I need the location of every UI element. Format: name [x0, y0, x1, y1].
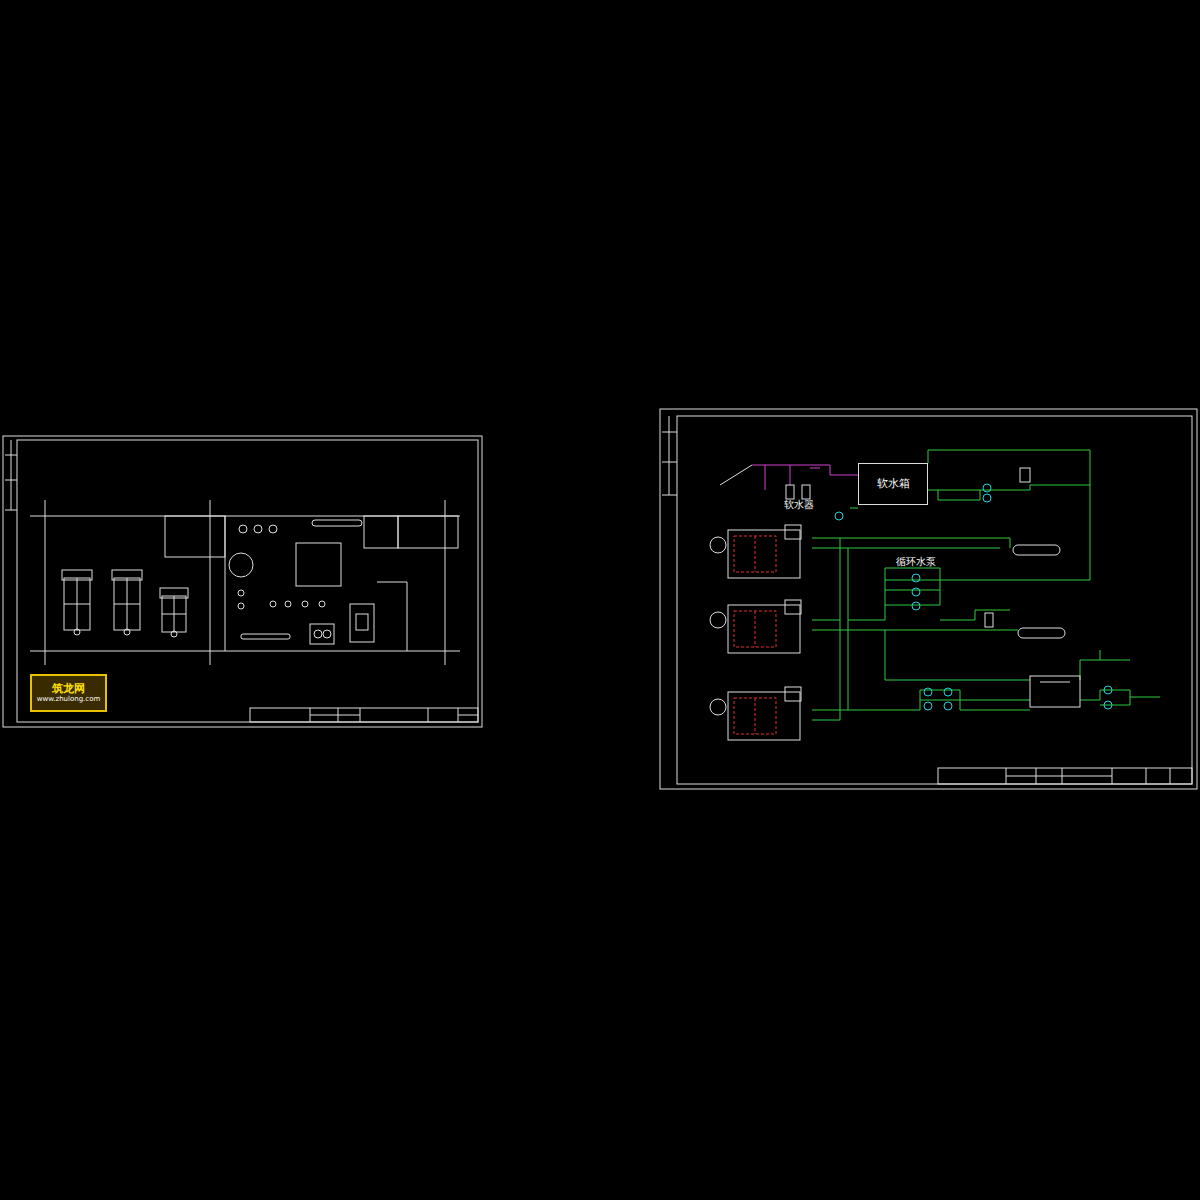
- equipment-label: 软水器: [783, 500, 815, 510]
- equipment-label: 循环水泵: [895, 557, 937, 567]
- node-text: 软水箱: [877, 478, 910, 491]
- sheet-frame: [677, 416, 1192, 784]
- node-text: www.zhulong.com: [37, 695, 101, 703]
- watermark-box: 筑龙网www.zhulong.com: [30, 674, 107, 712]
- tank-box: 软水箱: [858, 463, 928, 505]
- sheet-frame: [17, 440, 478, 722]
- node-text: 筑龙网: [52, 683, 85, 696]
- sheet-border: [3, 436, 482, 727]
- sheet-border: [660, 409, 1197, 789]
